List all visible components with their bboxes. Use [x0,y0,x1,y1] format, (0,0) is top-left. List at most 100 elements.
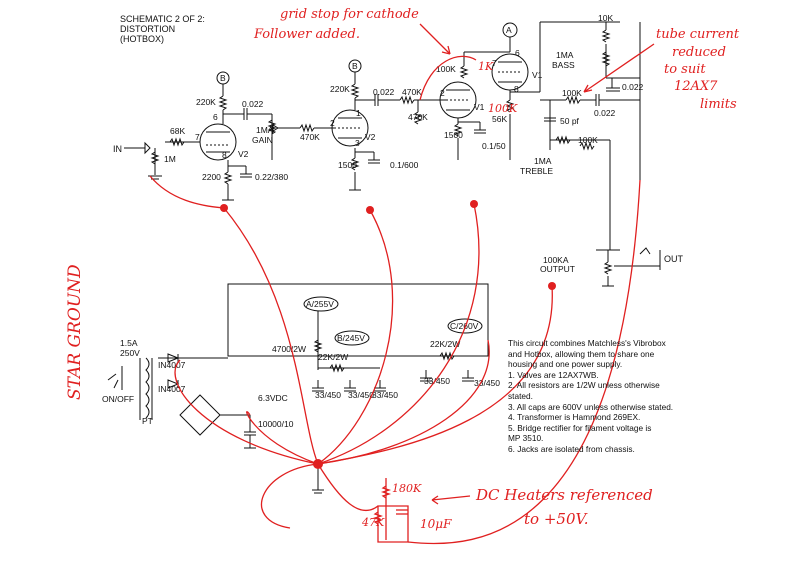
title-line-2: DISTORTION [120,24,175,34]
c022-380: 0.22/380 [255,172,288,182]
c10000: 10000/10 [258,419,294,429]
stage-3: A 100K V1 2 1500 0.1/50 6 7 8 V1 56K [436,22,543,160]
note-line: and Hotbox, allowing them to share one [508,348,655,359]
c50pf: 50 pf [560,116,580,126]
r100k-a: 100K [436,64,456,74]
pin-1: 1 [356,108,361,118]
annotation-grid-stop-1: grid stop for cathode [280,7,419,22]
r22k-a: 22K/2W [318,352,348,362]
diode-1: IN4007 [158,360,186,370]
note-line: stated. [508,390,533,401]
annotation-dc-heaters-2: to +50V. [524,510,588,528]
input-label: IN [113,144,122,154]
r10k: 10K [598,13,613,23]
note-line: 2. All resistors are 1/2W unless otherwi… [508,380,660,391]
output-pot-value: 100KA [543,255,569,265]
annotation-tube-5: limits [700,97,737,112]
pin-2: 2 [330,118,335,128]
r220k-a: 220K [196,97,216,107]
cap-1: 33/450 [315,390,341,400]
note-line: 4. Transformer is Hammond 269EX. [508,412,641,423]
annotation-star-ground: STAR GROUND [65,264,85,400]
diode-2: IN4007 [158,384,186,394]
annotation-r47k: 47K [361,516,385,529]
c022-a: 0.022 [242,99,264,109]
v1b-label: V1 [532,70,543,80]
r470k-c: 470K [408,112,428,122]
c022-b: 0.022 [373,87,395,97]
note-line: housing and one power supply. [508,359,623,370]
node-b-label-2: B [352,61,358,71]
r56k: 56K [492,114,507,124]
pin-6b: 6 [515,48,520,58]
node-c-voltage: C/260V [450,321,479,331]
r22k-b: 22K/2W [430,339,460,349]
title-line-3: (HOTBOX) [120,34,164,44]
c01-50: 0.1/50 [482,141,506,151]
switch-label: ON/OFF [102,394,134,404]
pin-3: 3 [355,138,360,148]
note-line: MP 3510. [508,433,544,444]
annotation-c10uf: 10μF [420,517,452,531]
bass-pot-value: 1MA [556,50,574,60]
stage-2: B 220K 1 2 3 V2 0.022 470K 470K 1500 0.1… [330,59,440,191]
node-a-voltage: A/255V [306,299,334,309]
r220k-b: 220K [330,84,350,94]
bass-pot-label: BASS [552,60,575,70]
output-pot-label: OUTPUT [540,264,575,274]
annotation-grid-stop-2: Follower added. [253,27,360,42]
r100k-b: 100K [562,88,582,98]
pt-label: PT [142,416,153,426]
note-line: 3. All caps are 600V unless otherwise st… [508,401,674,412]
gain-pot-value: 1MA [256,125,274,135]
r68k: 68K [170,126,185,136]
treble-pot-value: 1MA [534,156,552,166]
note-line: This circuit combines Matchless's Vibrob… [508,338,666,348]
note-line: 1. Valves are 12AX7WB. [508,369,599,380]
c01-600: 0.1/600 [390,160,419,170]
pin-6a: 6 [213,112,218,122]
r1500-b: 1500 [444,130,463,140]
r1500-a: 1500 [338,160,357,170]
note-line: 5. Bridge rectifier for filament voltage… [508,422,652,433]
pin-2-v1: 2 [440,88,445,98]
node-b-voltage: B/245V [337,333,365,343]
annotation-r180k: 180K [392,482,422,495]
r470k-a: 470K [300,132,320,142]
tone-stack: 10K 1MA BASS 0.022 100K 0.022 50 pf 1MA … [520,13,684,287]
annotation-tube-3: to suit [664,62,706,77]
v2a-label: V2 [238,149,249,159]
gain-pot-label: GAIN [252,135,273,145]
r470k-b: 470K [402,87,422,97]
annotation-tube-1: tube current [656,27,740,42]
annotation-tube-2: reduced [672,45,726,60]
fuse-voltage: 250V [120,348,140,358]
power-supply: 1.5A 250V ON/OFF PT IN4007 IN4007 6.3VDC… [102,283,500,494]
heater-voltage: 6.3VDC [258,393,288,403]
circuit-notes: This circuit combines Matchless's Vibrob… [508,338,678,455]
c0022: 0.022 [622,82,644,92]
treble-pot-label: TREBLE [520,166,553,176]
node-b-label-1: B [220,73,226,83]
cap-5: 33/450 [474,378,500,388]
r2200: 2200 [202,172,221,182]
node-a-label: A [506,25,512,35]
r4700-2w: 4700/2W [272,344,306,354]
note-line: 6. Jacks are isolated from chassis. [508,443,635,454]
output-label: OUT [664,254,684,264]
cap-3: 33/450 [372,390,398,400]
pin-7b: 7 [492,58,497,68]
annotation-r1k: 1K [478,60,494,73]
cap-4: 33/450 [424,376,450,386]
gain-pot: 1MA GAIN 470K [252,114,336,160]
r100k-c: 100K [578,135,598,145]
annotation-tube-4: 12AX7 [674,79,718,94]
v2b-label: V2 [365,132,376,142]
annotation-dc-heaters-1: DC Heaters referenced [475,486,653,504]
fuse-rating: 1.5A [120,338,138,348]
v1a-label: V1 [474,102,485,112]
title-line-1: SCHEMATIC 2 OF 2: [120,14,205,24]
c022-c: 0.022 [594,108,616,118]
pin-8a: 8 [222,150,227,160]
